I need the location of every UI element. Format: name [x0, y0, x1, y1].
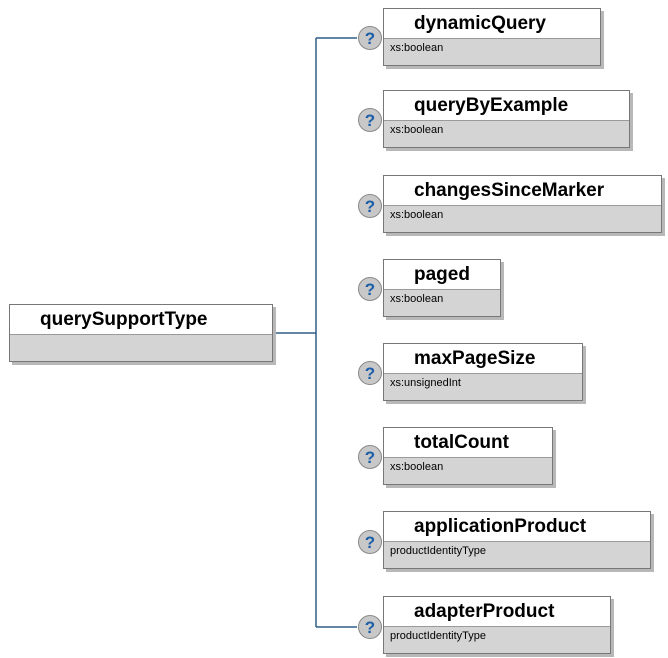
- question-mark-icon: ?: [357, 614, 383, 640]
- element-type: xs:boolean: [384, 457, 552, 484]
- svg-text:?: ?: [365, 618, 375, 637]
- question-mark-icon: ?: [357, 107, 383, 133]
- svg-text:?: ?: [365, 448, 375, 467]
- element-type: productIdentityType: [384, 541, 650, 568]
- element-type: xs:boolean: [384, 38, 600, 65]
- element-name: changesSinceMarker: [384, 176, 661, 205]
- element-box-totalcount[interactable]: totalCount xs:boolean: [383, 427, 553, 485]
- question-mark-icon: ?: [357, 25, 383, 51]
- root-element-type: [10, 334, 272, 361]
- svg-text:?: ?: [365, 533, 375, 552]
- question-mark-icon: ?: [357, 444, 383, 470]
- element-name: maxPageSize: [384, 344, 582, 373]
- element-type: xs:boolean: [384, 289, 500, 316]
- element-box-changessincemarker[interactable]: changesSinceMarker xs:boolean: [383, 175, 662, 233]
- svg-text:?: ?: [365, 111, 375, 130]
- element-type: xs:boolean: [384, 120, 629, 147]
- element-type: xs:boolean: [384, 205, 661, 232]
- element-box-applicationproduct[interactable]: applicationProduct productIdentityType: [383, 511, 651, 569]
- element-box-dynamicquery[interactable]: dynamicQuery xs:boolean: [383, 8, 601, 66]
- element-box-paged[interactable]: paged xs:boolean: [383, 259, 501, 317]
- question-mark-icon: ?: [357, 276, 383, 302]
- svg-text:?: ?: [365, 364, 375, 383]
- svg-text:?: ?: [365, 29, 375, 48]
- question-mark-icon: ?: [357, 360, 383, 386]
- element-box-querybyexample[interactable]: queryByExample xs:boolean: [383, 90, 630, 148]
- element-type: productIdentityType: [384, 626, 610, 653]
- question-mark-icon: ?: [357, 193, 383, 219]
- element-name: paged: [384, 260, 500, 289]
- root-element-name: querySupportType: [10, 305, 272, 334]
- element-name: adapterProduct: [384, 597, 610, 626]
- svg-text:?: ?: [365, 197, 375, 216]
- element-name: dynamicQuery: [384, 9, 600, 38]
- question-mark-icon: ?: [357, 529, 383, 555]
- element-name: queryByExample: [384, 91, 629, 120]
- element-name: totalCount: [384, 428, 552, 457]
- root-element-box[interactable]: querySupportType: [9, 304, 273, 362]
- element-box-adapterproduct[interactable]: adapterProduct productIdentityType: [383, 596, 611, 654]
- element-type: xs:unsignedInt: [384, 373, 582, 400]
- element-name: applicationProduct: [384, 512, 650, 541]
- svg-text:?: ?: [365, 280, 375, 299]
- element-box-maxpagesize[interactable]: maxPageSize xs:unsignedInt: [383, 343, 583, 401]
